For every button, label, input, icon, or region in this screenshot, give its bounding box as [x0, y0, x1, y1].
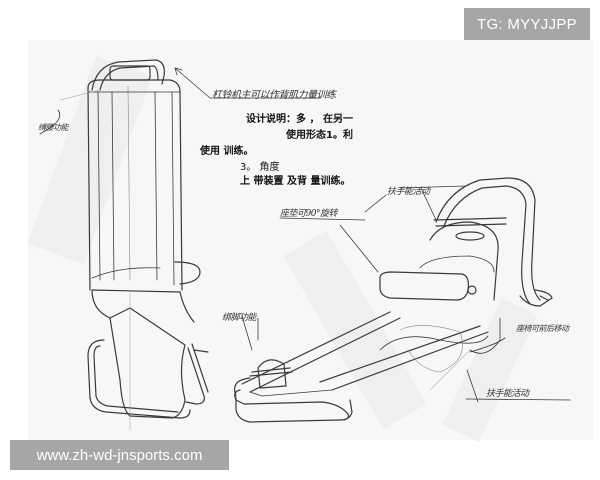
tag-text: TG: MYYJJPP	[477, 15, 577, 33]
description-line-5: 上 带装置 及背 量训练。	[240, 176, 351, 187]
description-line-2: 使用形态1。利	[286, 130, 353, 141]
note-foot-strap: 绑脚功能	[222, 313, 257, 323]
url-text: www.zh-wd-jnsports.com	[36, 446, 203, 464]
note-handle: 扶手能活动	[387, 187, 430, 197]
note-bottom-handle: 扶手能活动	[486, 389, 529, 399]
annotation-arrows	[39, 67, 571, 403]
note-rotate-seat: 座垫可90°旋转	[280, 209, 337, 219]
description-line-4: 3。 角度	[240, 162, 280, 173]
upright-machine	[59, 59, 209, 431]
note-left-waist: 缚腰功能	[38, 123, 69, 132]
description-line-1: 设计说明：多 ， 在另一	[246, 114, 353, 125]
watermark-tag-top: TG: MYYJJPP	[464, 8, 590, 40]
description-line-3: 使用 训练。	[200, 146, 254, 157]
watermark-url-bottom: www.zh-wd-jnsports.com	[10, 440, 229, 470]
reclined-machine	[234, 177, 553, 423]
note-top-arrow: 杠铃机主可以作背肌力量训练	[212, 90, 336, 101]
note-slide-seat: 座椅可前后移动	[516, 324, 569, 333]
